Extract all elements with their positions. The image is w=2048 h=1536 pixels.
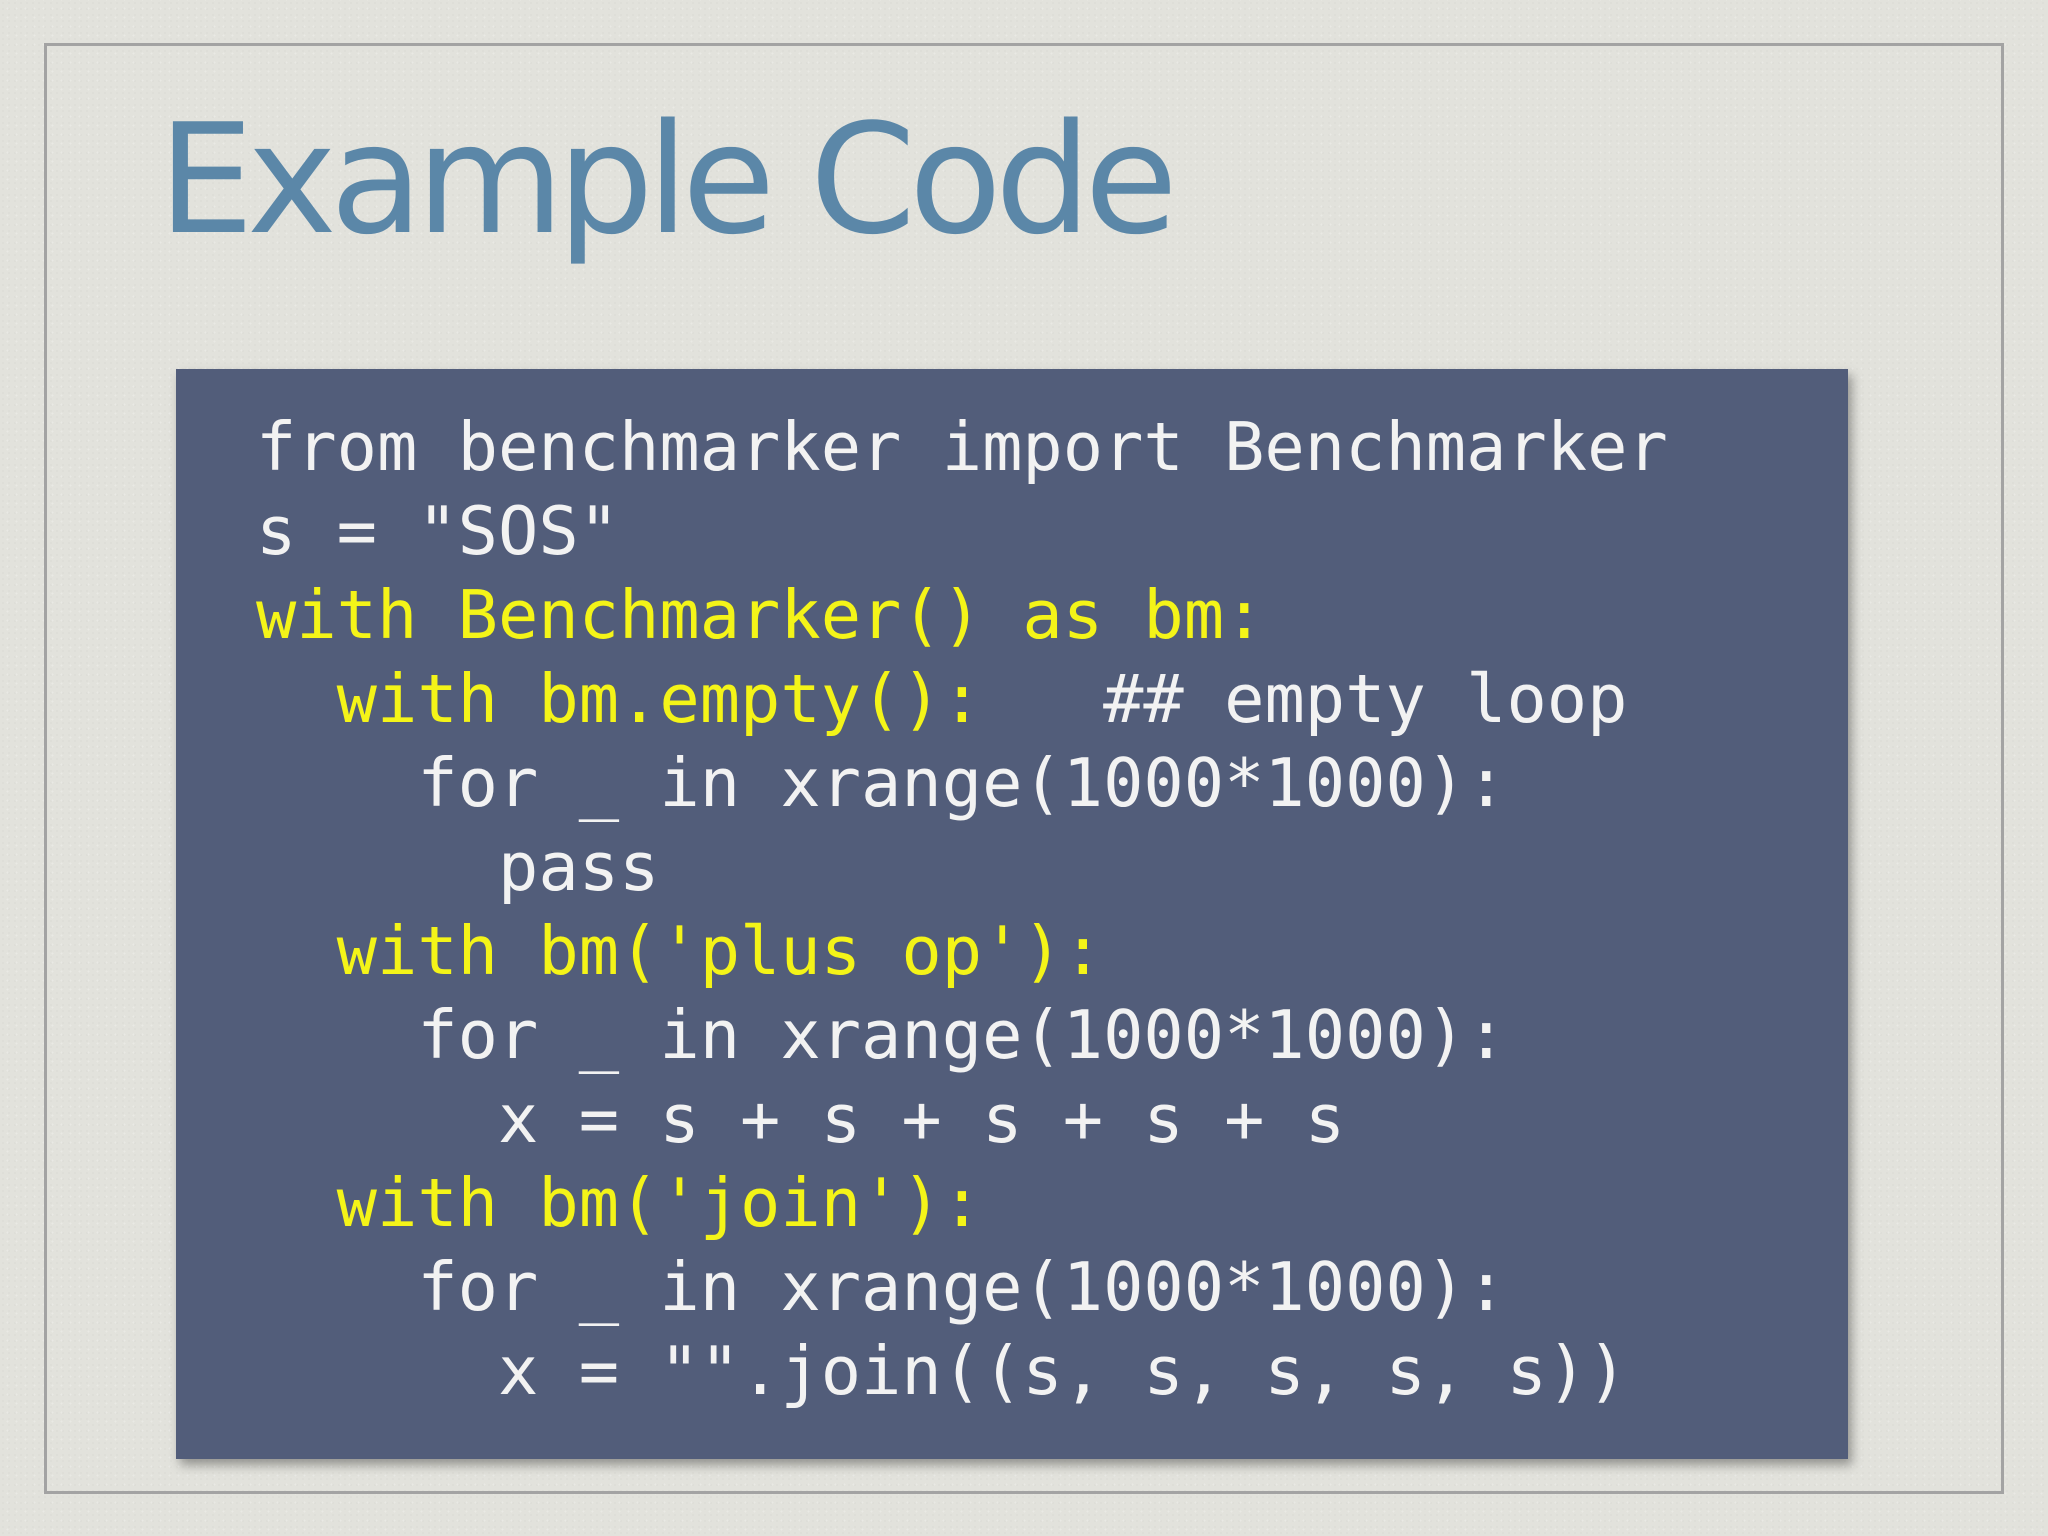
code-line-with-benchmarker: with Benchmarker() as bm:: [256, 576, 1265, 654]
code-line-join-expression: x = "".join((s, s, s, s, s)): [256, 1332, 1628, 1410]
code-line-empty-comment: ## empty loop: [982, 660, 1628, 738]
slide-title: Example Code: [158, 91, 1178, 268]
code-line-pass: pass: [256, 828, 660, 906]
code-line-for-loop-2: for _ in xrange(1000*1000):: [256, 996, 1507, 1074]
code-line-with-empty-code: with bm.empty():: [256, 660, 983, 738]
code-line-for-loop-1: for _ in xrange(1000*1000):: [256, 744, 1507, 822]
code-line-with-empty: with bm.empty(): ## empty loop: [256, 657, 1848, 741]
code-line-with-plus-op: with bm('plus op'):: [256, 912, 1104, 990]
code-line-with-join: with bm('join'):: [256, 1164, 983, 1242]
code-line-import: from benchmarker import Benchmarker: [256, 408, 1668, 486]
code-line-plus-expression: x = s + s + s + s + s: [256, 1080, 1346, 1158]
code-block: from benchmarker import Benchmarker s = …: [176, 369, 1848, 1459]
code-line-assign: s = "SOS": [256, 492, 620, 570]
slide-frame: [44, 43, 2004, 1494]
code-line-for-loop-3: for _ in xrange(1000*1000):: [256, 1248, 1507, 1326]
